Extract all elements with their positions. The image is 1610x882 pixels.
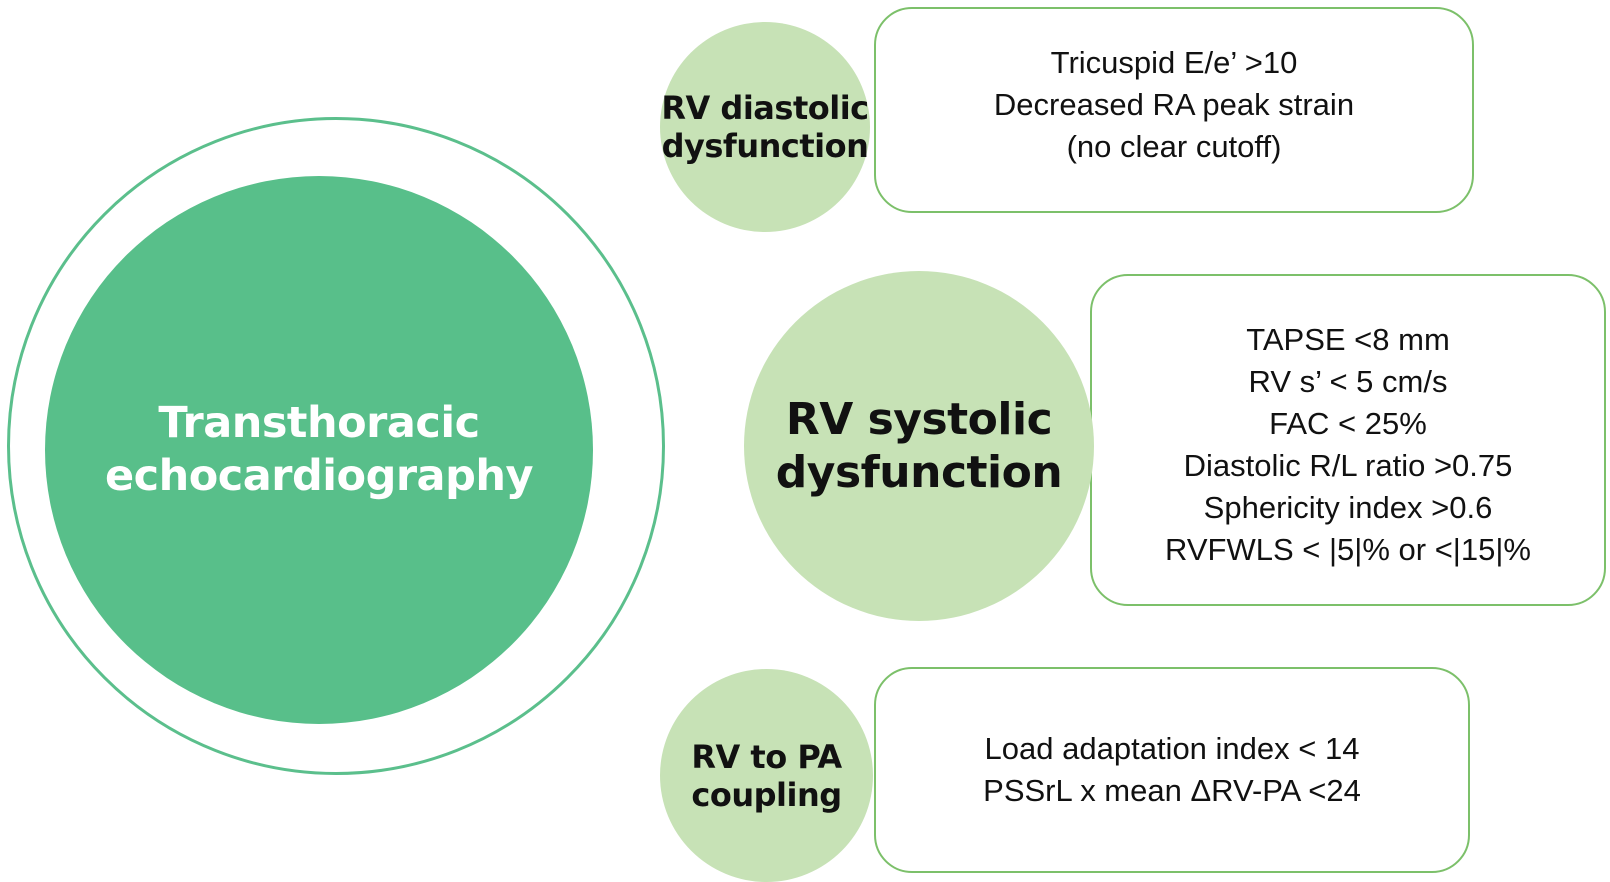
criteria-item: Diastolic R/L ratio >0.75 xyxy=(1183,448,1513,483)
criteria-item: (no clear cutoff) xyxy=(1066,129,1282,164)
criteria-item: Decreased RA peak strain xyxy=(993,87,1355,122)
systolic-criteria-box: TAPSE <8 mm RV s’ < 5 cm/s FAC < 25% Dia… xyxy=(1090,274,1606,606)
criteria-item: Sphericity index >0.6 xyxy=(1203,490,1493,525)
criteria-item: TAPSE <8 mm xyxy=(1246,322,1450,357)
criteria-item: Tricuspid E/e’ >10 xyxy=(1050,45,1298,80)
criteria-item: FAC < 25% xyxy=(1269,406,1427,441)
criteria-item: RV s’ < 5 cm/s xyxy=(1248,364,1448,399)
criteria-item: Load adaptation index < 14 xyxy=(984,731,1360,766)
rv-pa-coupling-circle: RV to PA coupling xyxy=(660,669,873,882)
criteria-item: PSSrL x mean ΔRV-PA <24 xyxy=(983,773,1361,808)
category-label: RV diastolic dysfunction xyxy=(661,89,869,165)
coupling-criteria-box: Load adaptation index < 14 PSSrL x mean … xyxy=(874,667,1470,873)
diastolic-criteria-box: Tricuspid E/e’ >10 Decreased RA peak str… xyxy=(874,7,1474,213)
main-circle: Transthoracic echocardiography xyxy=(45,176,593,724)
criteria-item: RVFWLS < |5|% or <|15|% xyxy=(1165,532,1531,567)
main-title: Transthoracic echocardiography xyxy=(104,398,534,501)
main-circle-ring xyxy=(7,117,665,775)
diastolic-dysfunction-circle: RV diastolic dysfunction xyxy=(660,22,870,232)
systolic-dysfunction-circle: RV systolic dysfunction xyxy=(744,271,1094,621)
category-label: RV to PA coupling xyxy=(691,737,842,814)
category-label: RV systolic dysfunction xyxy=(775,394,1063,498)
